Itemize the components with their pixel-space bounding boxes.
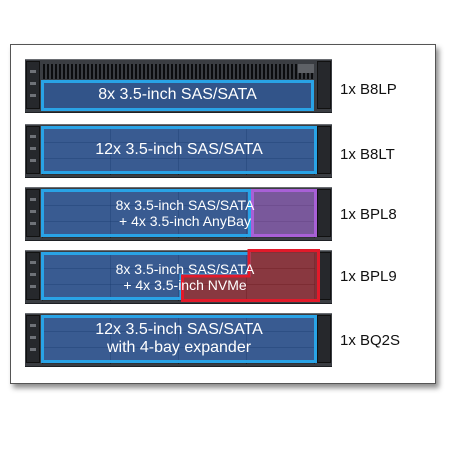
drive-config-label-b8lp: 8x 3.5-inch SAS/SATA bbox=[41, 86, 314, 104]
chassis-ear-right bbox=[317, 189, 331, 237]
backplane-model-bq2s: 1x BQ2S bbox=[340, 332, 401, 349]
drive-config-line-2: with 4-bay expander bbox=[106, 339, 252, 356]
drive-config-label-b8lt: 12x 3.5-inch SAS/SATA bbox=[41, 141, 317, 159]
backplane-model-b8lp: 1x B8LP bbox=[340, 81, 397, 98]
nvme-drive-zone bbox=[181, 249, 320, 302]
chassis-ear-left bbox=[26, 315, 40, 363]
drive-config-line-1: 8x 3.5-inch SAS/SATA bbox=[115, 261, 255, 277]
drive-config-label-bpl9: 8x 3.5-inch SAS/SATA + 4x 3.5-inch NVMe bbox=[85, 261, 285, 293]
drive-config-label-bq2s: 12x 3.5-inch SAS/SATA with 4-bay expande… bbox=[41, 321, 317, 357]
backplane-model-b8lt: 1x B8LT bbox=[340, 146, 395, 163]
chassis-vent bbox=[43, 64, 314, 79]
backplane-model-bpl8: 1x BPL8 bbox=[340, 206, 397, 223]
drive-config-label-bpl8: 8x 3.5-inch SAS/SATA + 4x 3.5-inch AnyBa… bbox=[85, 197, 285, 229]
chassis-ear-left bbox=[26, 126, 40, 174]
chassis-ear-right bbox=[317, 315, 331, 363]
drive-config-line-1: 12x 3.5-inch SAS/SATA bbox=[95, 141, 263, 158]
backplane-model-bpl9: 1x BPL9 bbox=[340, 268, 397, 285]
vendor-logo-icon bbox=[298, 64, 314, 73]
sas-sata-drive-zone bbox=[41, 80, 314, 111]
chassis-ear-left bbox=[26, 61, 40, 109]
drive-config-line-1: 8x 3.5-inch SAS/SATA bbox=[98, 86, 257, 103]
chassis-ear-right bbox=[317, 126, 331, 174]
drive-config-line-2: + 4x 3.5-inch AnyBay bbox=[119, 213, 251, 229]
chassis-ear-left bbox=[26, 252, 40, 300]
chassis-ear-left bbox=[26, 189, 40, 237]
anybay-drive-zone bbox=[251, 189, 317, 237]
drive-config-line-1: 8x 3.5-inch SAS/SATA bbox=[115, 197, 255, 213]
chassis-ear-right bbox=[317, 61, 331, 109]
drive-config-line-1: 12x 3.5-inch SAS/SATA bbox=[95, 321, 263, 338]
sas-sata-drive-zone bbox=[41, 315, 317, 363]
drive-config-line-2: + 4x 3.5-inch NVMe bbox=[123, 277, 247, 293]
sas-sata-drive-zone bbox=[41, 189, 251, 237]
sas-sata-drive-zone bbox=[41, 126, 317, 174]
